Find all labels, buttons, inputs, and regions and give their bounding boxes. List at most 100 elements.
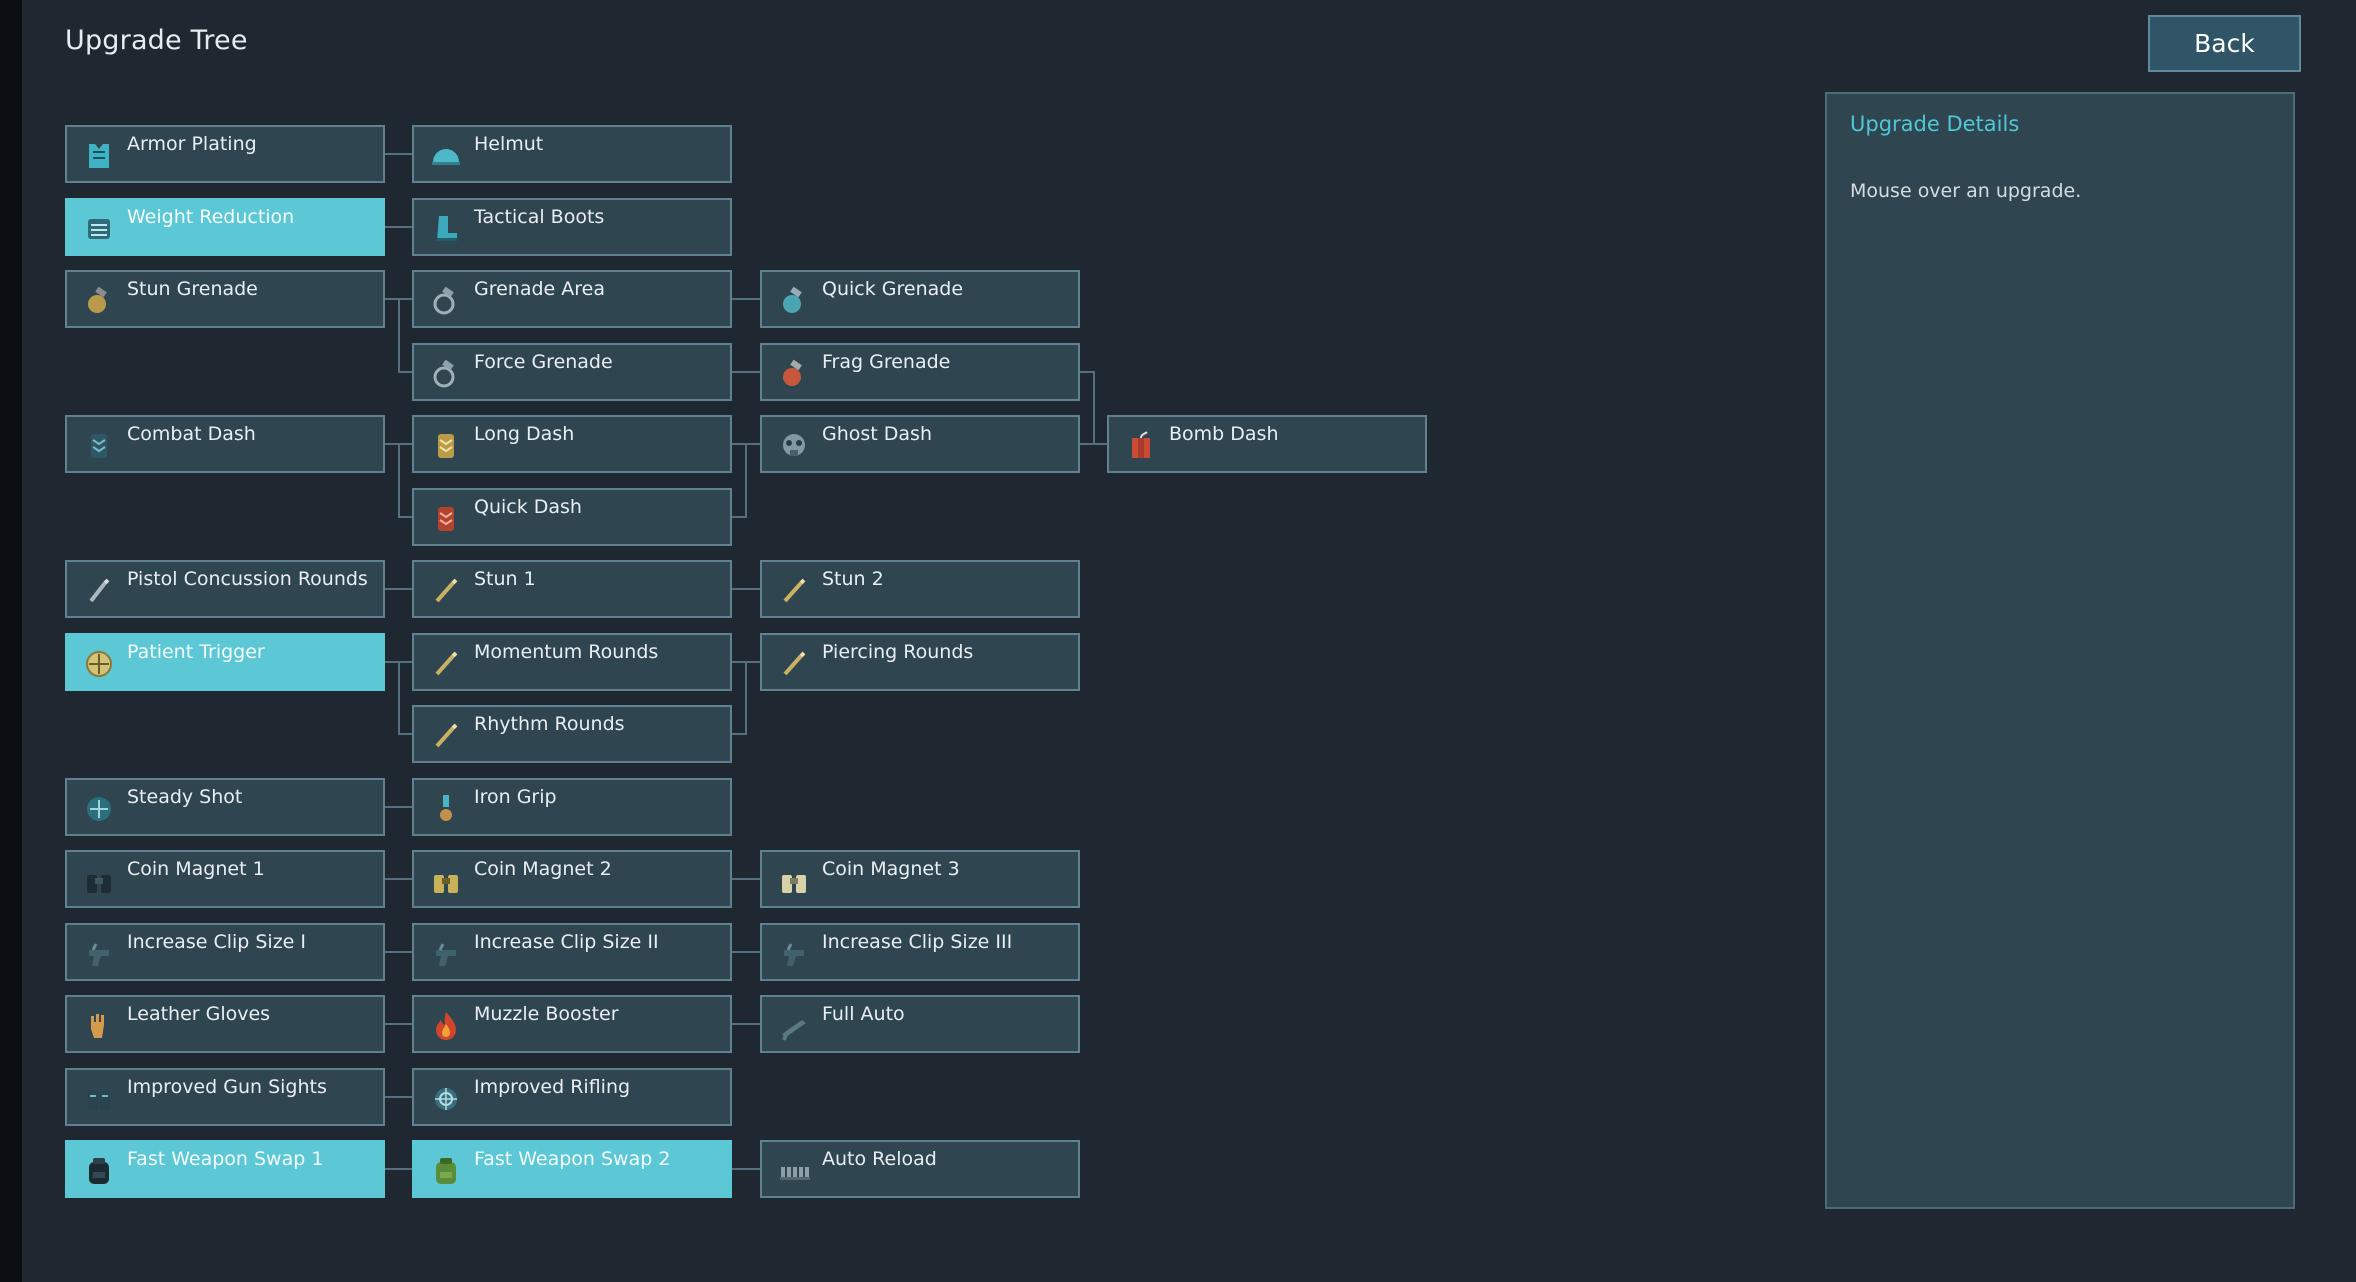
upgrade-label: Piercing Rounds <box>822 641 974 663</box>
upgrade-label: Auto Reload <box>822 1148 937 1170</box>
back-button[interactable]: Back <box>2148 15 2301 72</box>
upgrade-node-coin-magnet-3[interactable]: Coin Magnet 3 <box>760 850 1080 908</box>
upgrade-node-piercing-rounds[interactable]: Piercing Rounds <box>760 633 1080 691</box>
upgrade-details-panel: Upgrade Details Mouse over an upgrade. <box>1825 92 2295 1209</box>
glove-icon <box>81 1008 117 1044</box>
upgrade-node-auto-reload[interactable]: Auto Reload <box>760 1140 1080 1198</box>
upgrade-node-stun-grenade[interactable]: Stun Grenade <box>65 270 385 328</box>
connector-line <box>385 443 399 445</box>
upgrade-node-combat-dash[interactable]: Combat Dash <box>65 415 385 473</box>
upgrade-node-fast-weapon-swap-2[interactable]: Fast Weapon Swap 2 <box>412 1140 732 1198</box>
upgrade-node-iron-grip[interactable]: Iron Grip <box>412 778 732 836</box>
binoculars-icon <box>81 863 117 899</box>
upgrade-node-force-grenade[interactable]: Force Grenade <box>412 343 732 401</box>
upgrade-node-improved-rifling[interactable]: Improved Rifling <box>412 1068 732 1126</box>
upgrade-node-coin-magnet-2[interactable]: Coin Magnet 2 <box>412 850 732 908</box>
upgrade-node-quick-grenade[interactable]: Quick Grenade <box>760 270 1080 328</box>
upgrade-node-coin-magnet-1[interactable]: Coin Magnet 1 <box>65 850 385 908</box>
upgrade-node-helmut[interactable]: Helmut <box>412 125 732 183</box>
upgrade-label: Armor Plating <box>127 133 257 155</box>
upgrade-node-weight-reduction[interactable]: Weight Reduction <box>65 198 385 256</box>
connector-line <box>732 951 760 953</box>
connector-line <box>385 298 399 300</box>
upgrade-node-fast-weapon-swap-1[interactable]: Fast Weapon Swap 1 <box>65 1140 385 1198</box>
upgrade-label: Increase Clip Size III <box>822 931 1013 953</box>
upgrade-node-full-auto[interactable]: Full Auto <box>760 995 1080 1053</box>
upgrade-node-rhythm-rounds[interactable]: Rhythm Rounds <box>412 705 732 763</box>
connector-line <box>732 733 746 735</box>
upgrade-label: Stun 1 <box>474 568 536 590</box>
upgrade-node-steady-shot[interactable]: Steady Shot <box>65 778 385 836</box>
connector-line <box>745 661 747 735</box>
upgrade-node-improved-gun-sights[interactable]: Improved Gun Sights <box>65 1068 385 1126</box>
connector-line <box>385 1096 412 1098</box>
connector-line <box>385 878 412 880</box>
grenade-icon <box>428 283 464 319</box>
upgrade-node-leather-gloves[interactable]: Leather Gloves <box>65 995 385 1053</box>
upgrade-label: Quick Dash <box>474 496 582 518</box>
page-title: Upgrade Tree <box>65 25 248 56</box>
upgrade-label: Fast Weapon Swap 1 <box>127 1148 324 1170</box>
crosshair-icon <box>81 646 117 682</box>
connector-line <box>1080 443 1107 445</box>
upgrade-label: Full Auto <box>822 1003 905 1025</box>
armor-vest-icon <box>81 138 117 174</box>
connector-line <box>385 1023 412 1025</box>
upgrade-node-armor-plating[interactable]: Armor Plating <box>65 125 385 183</box>
upgrade-node-pistol-concussion-rounds[interactable]: Pistol Concussion Rounds <box>65 560 385 618</box>
upgrade-node-grenade-area[interactable]: Grenade Area <box>412 270 732 328</box>
red-canister-icon <box>428 501 464 537</box>
upgrade-node-increase-clip-size-3[interactable]: Increase Clip Size III <box>760 923 1080 981</box>
upgrade-label: Coin Magnet 2 <box>474 858 612 880</box>
connector-line <box>385 806 412 808</box>
upgrade-node-increase-clip-size-1[interactable]: Increase Clip Size I <box>65 923 385 981</box>
upgrade-label: Frag Grenade <box>822 351 951 373</box>
screen-edge <box>0 0 22 1282</box>
pale-binoculars-icon <box>776 863 812 899</box>
medal-icon <box>428 791 464 827</box>
upgrade-node-long-dash[interactable]: Long Dash <box>412 415 732 473</box>
connector-line <box>732 371 760 373</box>
upgrade-node-frag-grenade[interactable]: Frag Grenade <box>760 343 1080 401</box>
upgrade-label: Muzzle Booster <box>474 1003 619 1025</box>
ammo-belt-icon <box>776 1153 812 1189</box>
connector-line <box>385 588 412 590</box>
boot-icon <box>428 211 464 247</box>
upgrade-label: Stun 2 <box>822 568 884 590</box>
helmet-icon <box>428 138 464 174</box>
connector-line <box>732 1168 760 1170</box>
stun-grenade-icon <box>81 283 117 319</box>
connector-line <box>1080 371 1094 373</box>
gold-binoculars-icon <box>428 863 464 899</box>
upgrade-node-muzzle-booster[interactable]: Muzzle Booster <box>412 995 732 1053</box>
upgrade-label: Pistol Concussion Rounds <box>127 568 368 590</box>
upgrade-label: Steady Shot <box>127 786 243 808</box>
upgrade-label: Coin Magnet 1 <box>127 858 265 880</box>
upgrade-node-stun-2[interactable]: Stun 2 <box>760 560 1080 618</box>
grenade-icon <box>428 356 464 392</box>
upgrade-node-patient-trigger[interactable]: Patient Trigger <box>65 633 385 691</box>
upgrade-node-ghost-dash[interactable]: Ghost Dash <box>760 415 1080 473</box>
connector-line <box>746 443 760 445</box>
upgrade-node-stun-1[interactable]: Stun 1 <box>412 560 732 618</box>
upgrade-label: Rhythm Rounds <box>474 713 625 735</box>
scope-icon <box>81 791 117 827</box>
upgrade-label: Fast Weapon Swap 2 <box>474 1148 671 1170</box>
upgrade-label: Stun Grenade <box>127 278 258 300</box>
upgrade-node-bomb-dash[interactable]: Bomb Dash <box>1107 415 1427 473</box>
upgrade-label: Weight Reduction <box>127 206 295 228</box>
upgrade-node-tactical-boots[interactable]: Tactical Boots <box>412 198 732 256</box>
upgrade-node-increase-clip-size-2[interactable]: Increase Clip Size II <box>412 923 732 981</box>
connector-line <box>398 298 400 373</box>
connector-line <box>732 588 760 590</box>
upgrade-node-momentum-rounds[interactable]: Momentum Rounds <box>412 633 732 691</box>
rifle-icon <box>776 1008 812 1044</box>
connector-line <box>732 878 760 880</box>
rifling-icon <box>428 1081 464 1117</box>
upgrade-node-quick-dash[interactable]: Quick Dash <box>412 488 732 546</box>
upgrade-label: Leather Gloves <box>127 1003 271 1025</box>
upgrade-label: Increase Clip Size II <box>474 931 659 953</box>
connector-line <box>398 443 400 518</box>
connector-line <box>385 153 412 155</box>
